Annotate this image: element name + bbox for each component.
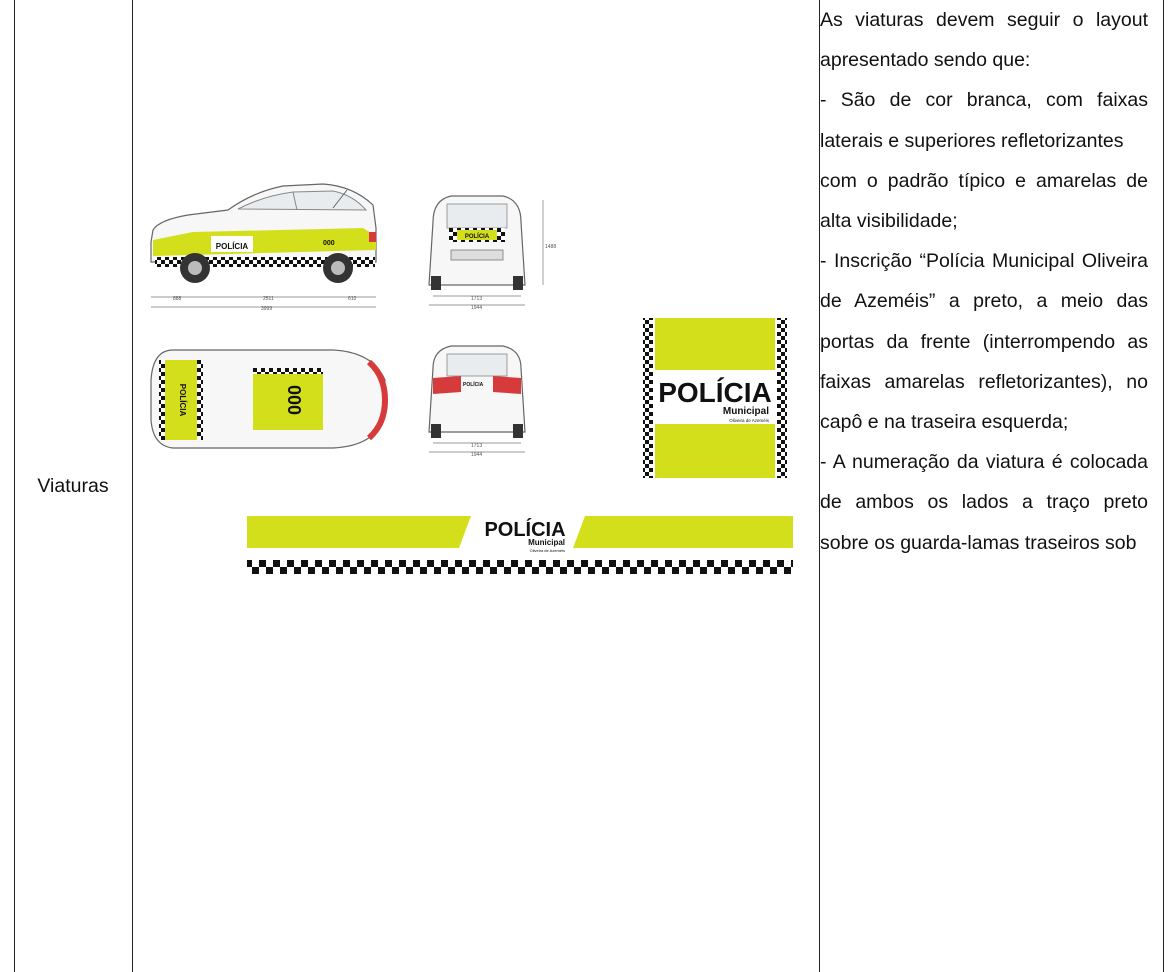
car-rear-view: POLÍCIA 1713 1944 — [428, 345, 526, 458]
paragraph-numbering: - A numeração da viatura é colocada de a… — [820, 451, 1148, 554]
svg-text:POLÍCIA: POLÍCIA — [216, 242, 249, 251]
svg-text:Municipal: Municipal — [528, 538, 565, 547]
car-top-view: POLÍCIA 000 — [150, 349, 389, 449]
svg-text:000: 000 — [284, 385, 304, 415]
svg-text:610: 610 — [348, 296, 357, 302]
svg-text:888: 888 — [173, 296, 182, 302]
svg-text:1944: 1944 — [471, 452, 482, 458]
door-panel-logo: POLÍCIA Municipal Oliveira de Azeméis — [643, 318, 787, 478]
svg-text:POLÍCIA: POLÍCIA — [463, 380, 484, 388]
svg-text:1713: 1713 — [471, 296, 482, 302]
svg-text:POLÍCIA: POLÍCIA — [484, 518, 565, 541]
car-front-view: POLÍCIA 1488 1713 1944 — [428, 195, 556, 311]
svg-text:Municipal: Municipal — [723, 406, 769, 417]
svg-text:Oliveira de Azeméis: Oliveira de Azeméis — [530, 548, 565, 553]
column-divider-2 — [819, 0, 820, 972]
car-side-view: POLÍCIA 000 888 2511 610 3999 — [150, 183, 377, 312]
svg-text:POLÍCIA: POLÍCIA — [465, 232, 490, 240]
side-stripe-logo: POLÍCIA Municipal Oliveira de Azeméis — [247, 516, 793, 574]
svg-text:000: 000 — [323, 240, 335, 247]
livery-svg: POLÍCIA 000 888 2511 610 3999 POLÍCIA — [150, 183, 793, 574]
column-divider-1 — [132, 0, 133, 972]
paragraph-color: - São de cor branca, com faixas laterais… — [820, 89, 1148, 152]
svg-text:POLÍCIA: POLÍCIA — [658, 377, 772, 408]
description-cell: As viaturas devem seguir o layout aprese… — [820, 0, 1148, 972]
vehicle-livery-drawing: POLÍCIA 000 888 2511 610 3999 POLÍCIA — [133, 0, 819, 972]
svg-text:1944: 1944 — [471, 305, 482, 311]
svg-text:3999: 3999 — [261, 306, 272, 312]
row-label: Viaturas — [37, 474, 109, 497]
svg-text:Oliveira de Azeméis: Oliveira de Azeméis — [729, 418, 770, 423]
row-label-cell: Viaturas — [14, 0, 132, 972]
svg-text:1488: 1488 — [545, 244, 556, 250]
paragraph-inscription: - Inscrição “Polícia Municipal Oliveira … — [820, 250, 1148, 434]
paragraph-intro: As viaturas devem seguir o layout aprese… — [820, 9, 1148, 72]
paragraph-pattern: com o padrão típico e amarelas de alta v… — [820, 169, 1148, 233]
table-frame — [14, 0, 1164, 972]
svg-text:1713: 1713 — [471, 443, 482, 449]
svg-text:POLÍCIA: POLÍCIA — [178, 384, 187, 417]
svg-text:2511: 2511 — [263, 296, 274, 302]
